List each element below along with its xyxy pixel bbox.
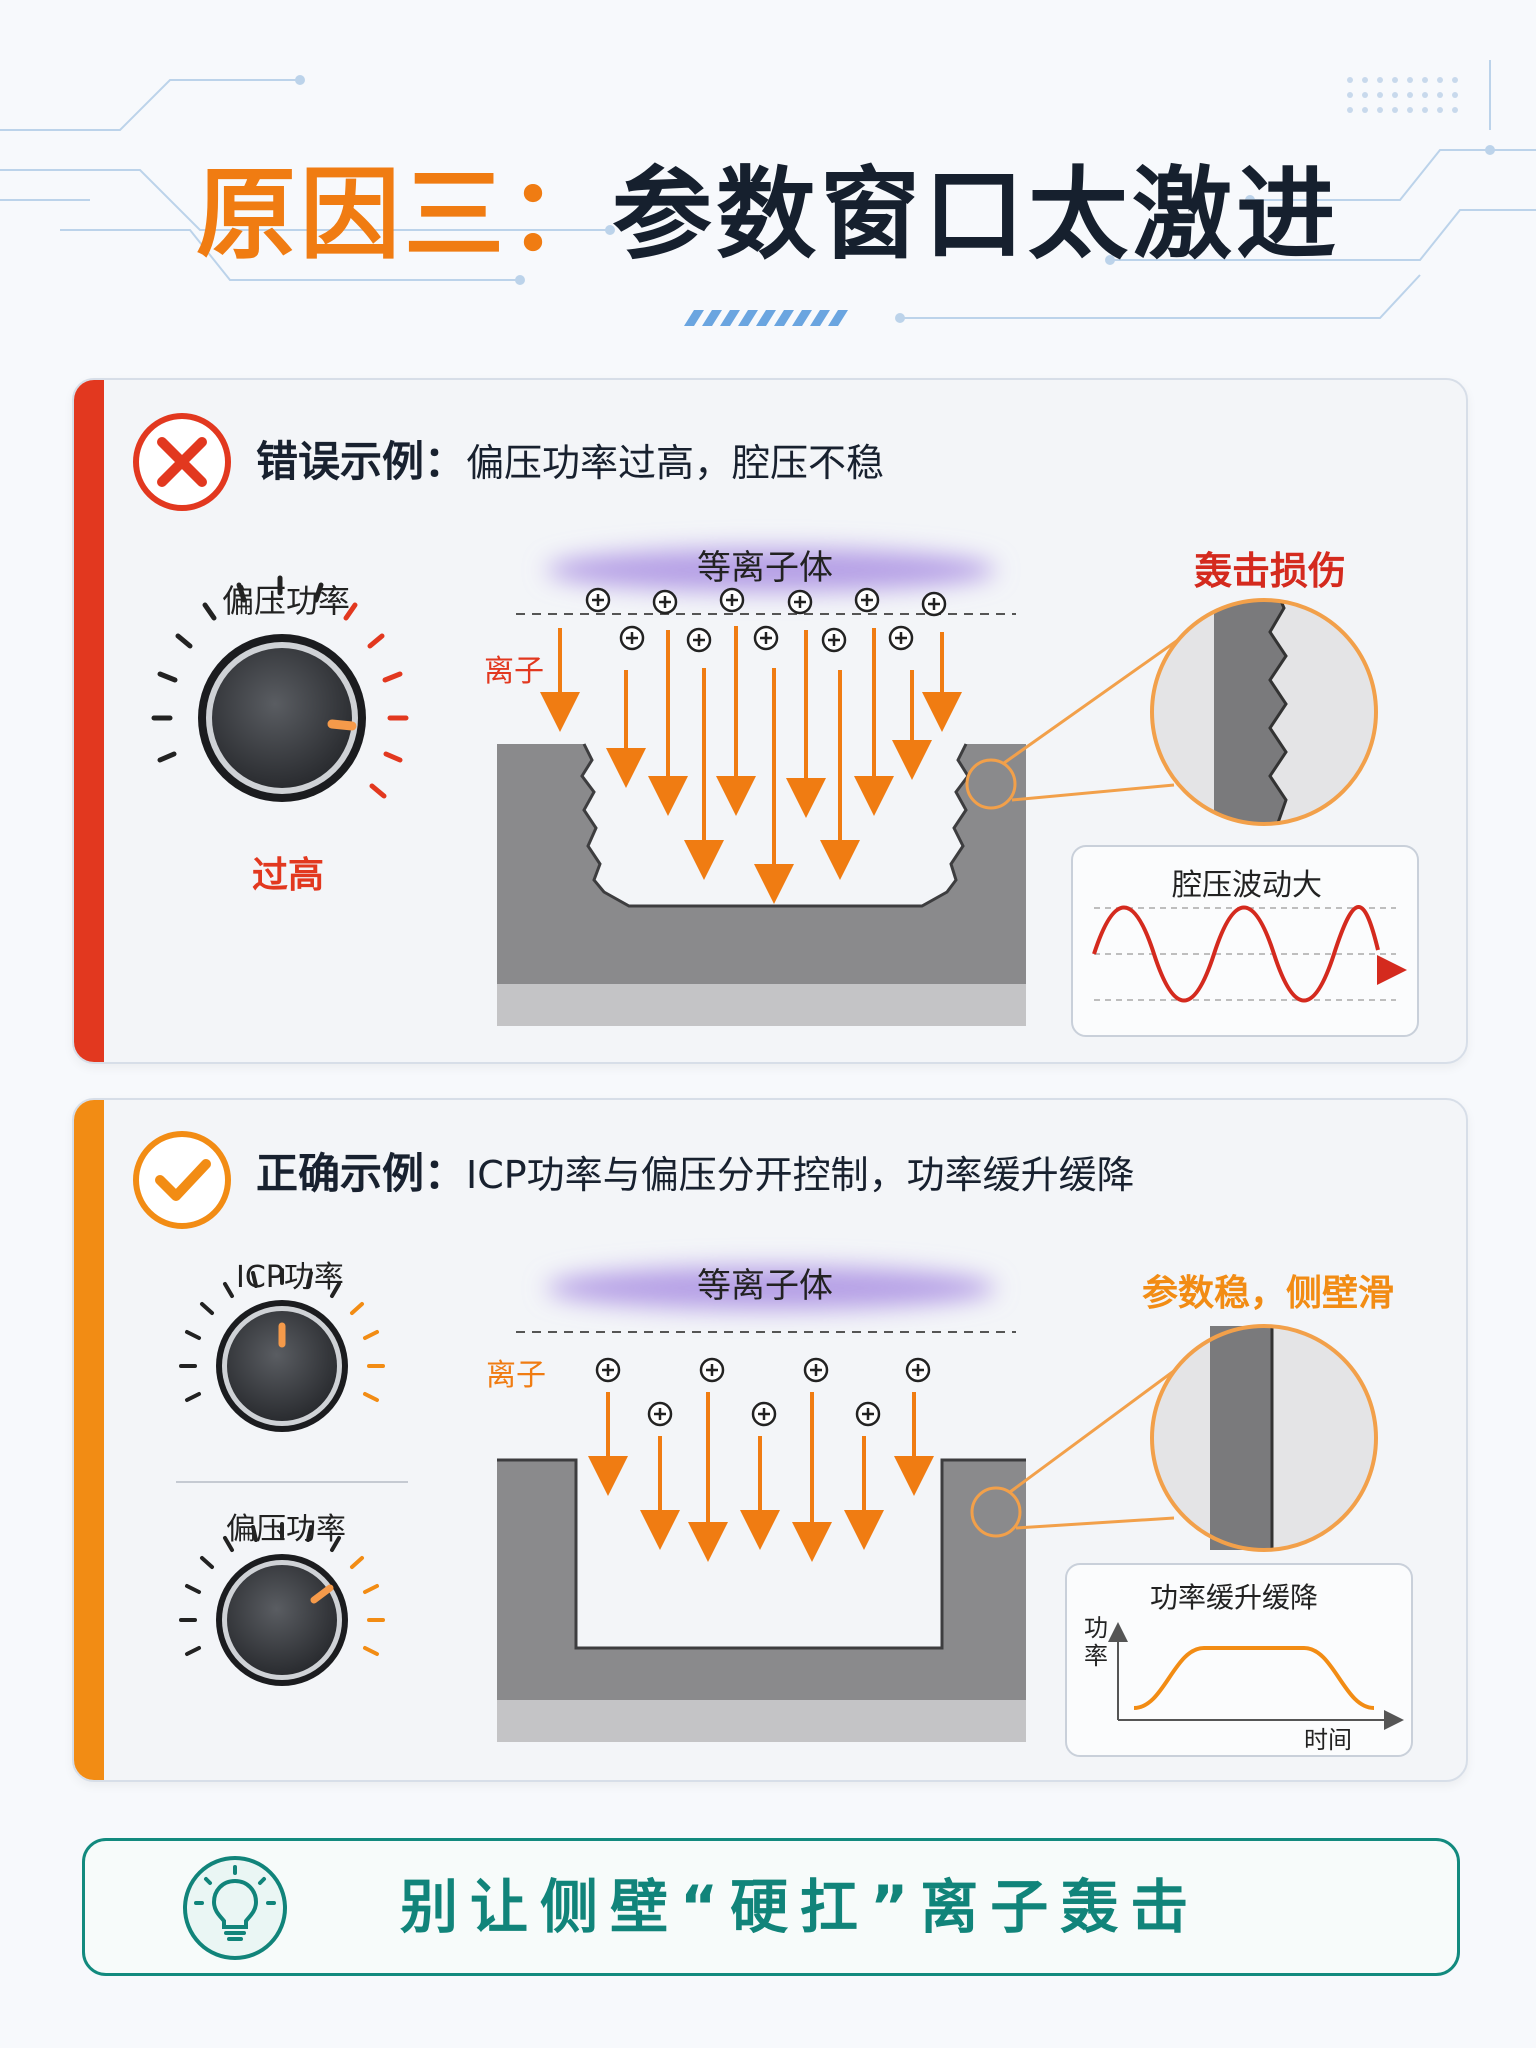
bad-plasma-label: 等离子体: [697, 548, 833, 588]
good-example-card: 正确示例：ICP功率与偏压分开控制，功率缓升缓降 ICP功率 偏压功率 等离子体…: [72, 1098, 1468, 1782]
ion-arrows-good: [588, 1392, 934, 1562]
good-example-desc: ICP功率与偏压分开控制，功率缓升缓降: [466, 1153, 1135, 1197]
ion-arrows: [540, 626, 962, 904]
bad-ion-label: 离子: [484, 654, 544, 689]
substrate-smooth: [497, 1458, 1026, 1742]
bias-power-knob: [151, 575, 409, 802]
tip-banner: 别让侧壁“硬扛”离子轰击: [82, 1838, 1460, 1976]
good-plasma-label: 等离子体: [697, 1266, 833, 1306]
bias-knob-label: 偏压功率: [226, 1512, 346, 1547]
title-prefix: 原因三：: [196, 156, 612, 273]
ion-plus-marks: [592, 594, 940, 646]
power-ramp-chart: [1065, 1563, 1413, 1757]
bad-knob-label: 偏压功率: [222, 582, 351, 620]
x-circle-icon: [133, 413, 231, 511]
good-accent-bar: [74, 1100, 104, 1780]
bad-example-desc: 偏压功率过高，腔压不稳: [466, 441, 885, 485]
tip-text: 别让侧壁“硬扛”离子轰击: [400, 1873, 1201, 1941]
ion-symbols: [585, 587, 947, 653]
good-zoom-title: 参数稳，侧壁滑: [1142, 1273, 1395, 1314]
bad-example-scene: [133, 413, 1419, 1037]
plasma-glow-good: [546, 1266, 996, 1310]
bad-example-card: 错误示例：偏压功率过高，腔压不稳 偏压功率 过高 等离子体 离子 轰击损伤 腔压…: [72, 378, 1468, 1064]
plasma-glow: [546, 548, 996, 592]
chart-xlabel: 时间: [1304, 1726, 1352, 1754]
icp-knob-label: ICP功率: [236, 1260, 344, 1295]
smooth-sidewall-zoom: [970, 1324, 1378, 1552]
circuit-decoration: [0, 60, 1536, 326]
page-title: 原因三：参数窗口太激进: [0, 150, 1536, 280]
good-example-scene: [133, 1131, 1413, 1757]
good-chart-title: 功率缓升缓降: [1150, 1581, 1319, 1614]
pressure-fluctuation-chart: [1071, 845, 1419, 1037]
title-main: 参数窗口太激进: [612, 156, 1340, 273]
icp-power-knob: [179, 1268, 385, 1432]
check-circle-icon: [133, 1131, 231, 1229]
bad-example-tag: 错误示例：: [256, 437, 467, 486]
bad-chart-title: 腔压波动大: [1172, 868, 1322, 903]
bad-accent-bar: [74, 380, 104, 1062]
good-example-heading: 正确示例：ICP功率与偏压分开控制，功率缓升缓降: [256, 1140, 1135, 1201]
good-ion-label: 离子: [486, 1358, 546, 1393]
bad-zoom-title: 轰击损伤: [1194, 549, 1347, 593]
sidewall-damage-zoom: [965, 598, 1378, 826]
good-example-tag: 正确示例：: [256, 1149, 467, 1198]
lightbulb-icon: [183, 1856, 287, 1960]
bias-power-knob-good: [179, 1522, 385, 1686]
chart-ylabel-1: 功: [1084, 1614, 1108, 1642]
ion-plus-marks-good: [602, 1364, 924, 1420]
bad-example-heading: 错误示例：偏压功率过高，腔压不稳: [256, 428, 884, 489]
substrate-rough: [497, 743, 1026, 1026]
chart-ylabel-2: 率: [1084, 1642, 1108, 1670]
bad-knob-status: 过高: [252, 855, 325, 896]
